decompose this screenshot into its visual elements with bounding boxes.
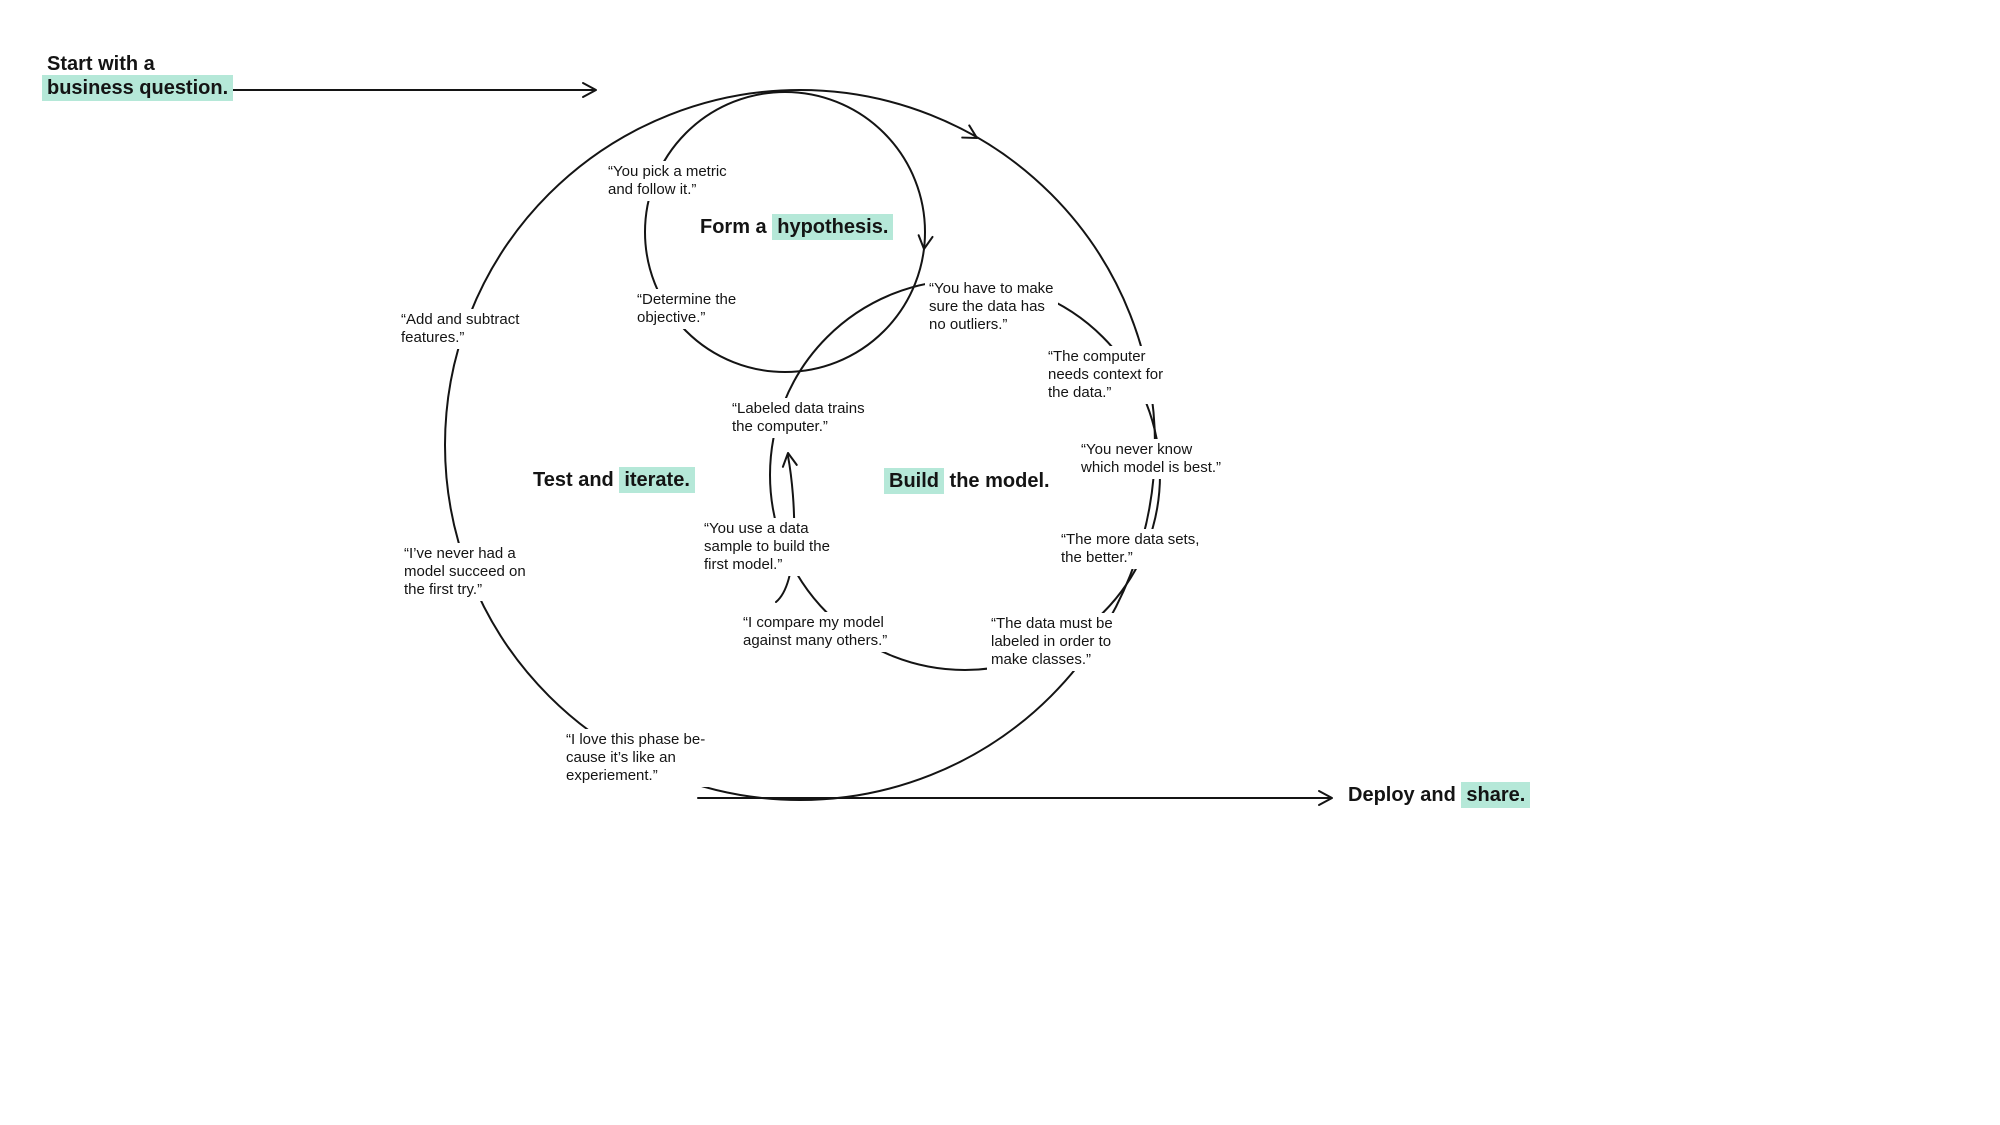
quote-labeled-classes: “The data must be labeled in order to ma… xyxy=(987,613,1117,671)
quote-love-this-phase: “I love this phase be- cause it’s like a… xyxy=(562,729,710,787)
stage-iterate-pre: Test and xyxy=(533,469,620,491)
stage-hypothesis-label: Form a hypothesis. xyxy=(700,214,894,240)
stage-deploy-label: Deploy and share. xyxy=(1348,782,1531,808)
stage-build-label: Build the model. xyxy=(884,468,1050,494)
quote-needs-context: “The computer needs context for the data… xyxy=(1044,346,1168,404)
deploy-arrowhead-icon xyxy=(1318,790,1333,806)
hypothesis-circle xyxy=(644,91,926,373)
start-arrowhead-icon xyxy=(582,82,597,98)
quote-add-subtract-features: “Add and subtract features.” xyxy=(397,309,524,349)
stage-deploy-pre: Deploy and xyxy=(1348,784,1462,806)
quote-which-model-best: “You never know which model is best.” xyxy=(1077,439,1226,479)
labeled-data-arrowhead-icon xyxy=(781,452,798,468)
quote-data-sample: “You use a data sample to build the firs… xyxy=(700,518,834,576)
quote-compare-models: “I compare my model against many others.… xyxy=(739,612,892,652)
quote-determine-objective: “Determine the objective.” xyxy=(633,289,741,329)
quote-more-data-sets: “The more data sets, the better.” xyxy=(1057,529,1204,569)
stage-iterate-label: Test and iterate. xyxy=(533,467,695,493)
stage-deploy-highlight: share. xyxy=(1461,782,1531,808)
stage-build-post: the model. xyxy=(944,470,1050,492)
stage-start-label: Start with a business question. xyxy=(42,52,234,101)
main-loop-arrowhead-icon xyxy=(961,124,978,139)
quote-labeled-data-trains: “Labeled data trains the computer.” xyxy=(728,398,869,438)
stage-hypothesis-highlight: hypothesis. xyxy=(772,214,894,240)
hypothesis-arrowhead-icon xyxy=(917,234,934,250)
stage-iterate-highlight: iterate. xyxy=(619,467,695,493)
main-loop-circle xyxy=(444,89,1156,801)
stage-start-highlight: business question. xyxy=(42,75,234,101)
stage-build-highlight: Build xyxy=(884,468,944,494)
stage-hypothesis-pre: Form a xyxy=(700,216,773,238)
stage-start-line1: Start with a xyxy=(47,53,155,75)
quote-pick-metric: “You pick a metric and follow it.” xyxy=(604,161,731,201)
quote-never-first-try: “I’ve never had a model succeed on the f… xyxy=(400,543,530,601)
quote-no-outliers: “You have to make sure the data has no o… xyxy=(925,278,1058,336)
